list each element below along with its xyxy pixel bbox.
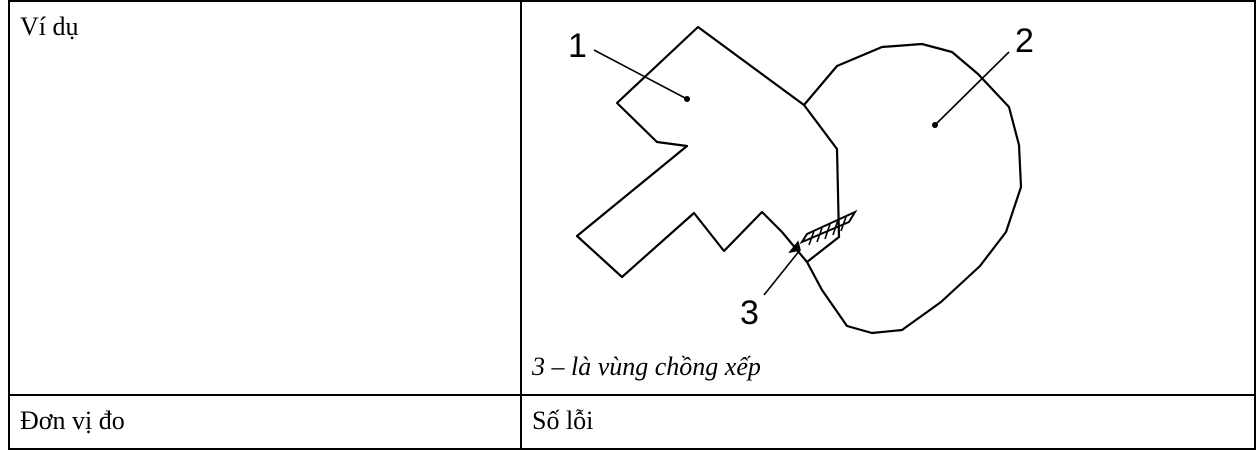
figure-label-3: 3	[740, 294, 759, 332]
leader-line-3	[763, 249, 801, 296]
definition-table: Ví dụ	[8, 0, 1256, 450]
polygon-shape-1	[575, 25, 841, 279]
unit-value: Số lỗi	[532, 406, 594, 435]
example-label: Ví dụ	[20, 12, 79, 41]
unit-label-cell: Đơn vị đo	[8, 394, 522, 450]
arrowhead-3	[788, 240, 801, 254]
leader-line-2	[934, 51, 1010, 126]
blob-shape-2	[803, 42, 1023, 335]
figure-caption: 3 – là vùng chồng xếp	[532, 352, 761, 381]
example-label-cell: Ví dụ	[8, 0, 522, 396]
table-row-example: Ví dụ	[8, 0, 1256, 396]
table-row-unit: Đơn vị đo Số lỗi	[8, 394, 1256, 450]
leader-line-1	[593, 49, 688, 100]
overlap-region-3	[799, 209, 858, 246]
example-figure-cell: 1 2 3 3 – là vùng chồng xếp	[520, 0, 1256, 396]
unit-label: Đơn vị đo	[20, 406, 125, 435]
figure-label-1: 1	[568, 27, 587, 65]
unit-value-cell: Số lỗi	[520, 394, 1256, 450]
overlap-figure: 1 2 3	[568, 22, 1034, 335]
figure-label-2: 2	[1015, 22, 1034, 60]
